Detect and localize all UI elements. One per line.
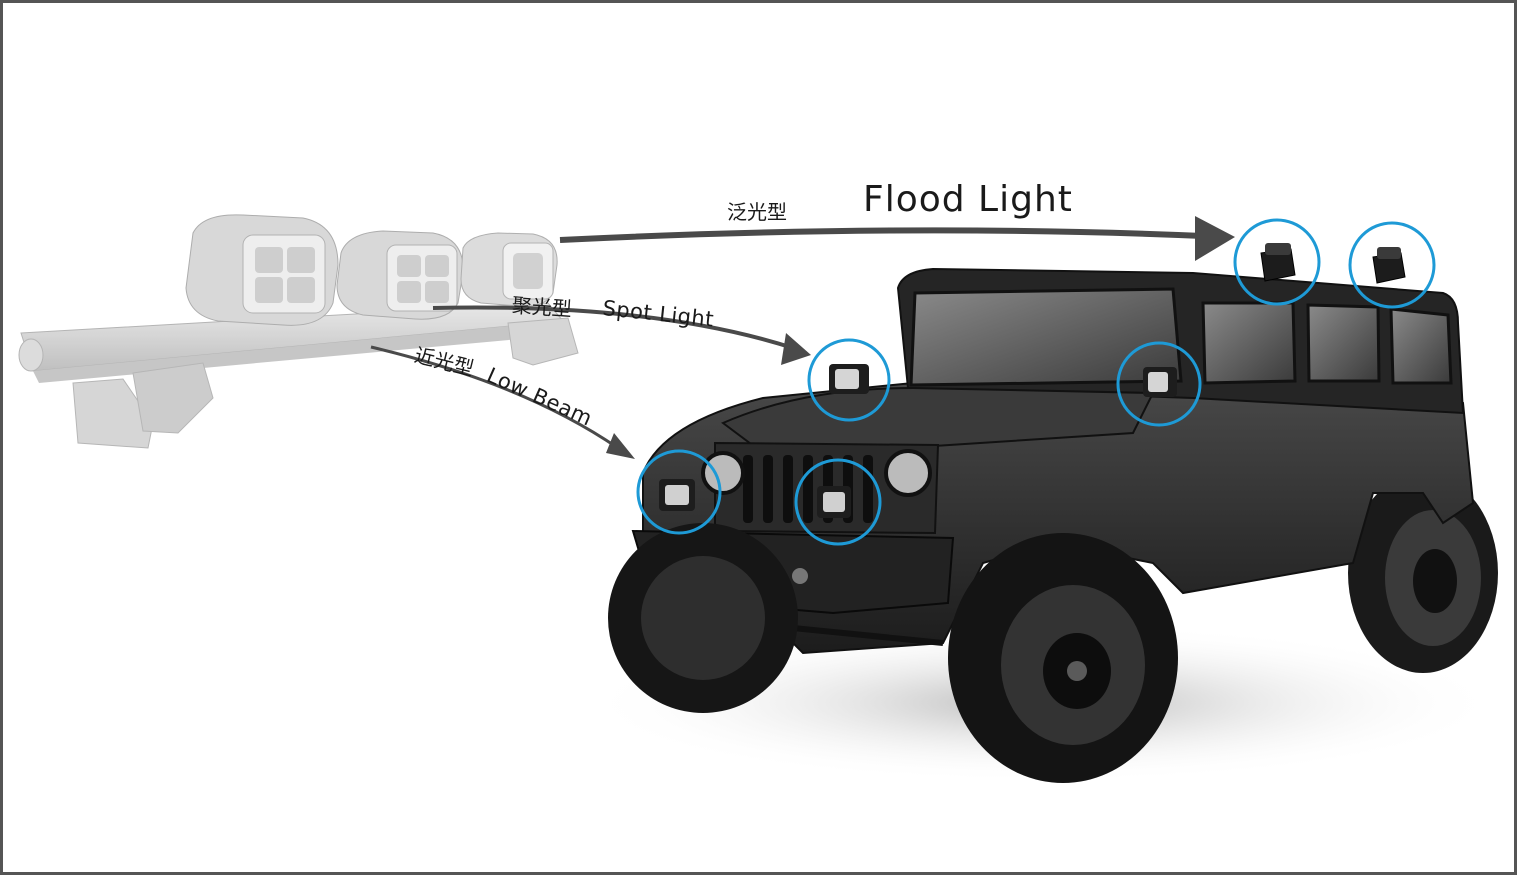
lamp-head-3 [460, 232, 558, 307]
arrow-spot-light [432, 305, 811, 365]
lamp-head-2 [336, 230, 464, 320]
pillar-lamp-right [1143, 367, 1177, 397]
rear-tire [1348, 473, 1498, 673]
lamp-head-1 [185, 214, 339, 326]
highlight-pillar-left [807, 338, 891, 422]
highlight-pillar-right [1116, 341, 1202, 427]
spot-label-cn: 聚光型 [511, 292, 573, 322]
roof-lamp-left [1260, 243, 1296, 282]
off-road-vehicle [583, 243, 1503, 783]
bumper-lamp-left [659, 479, 695, 511]
light-bar-product [18, 214, 579, 449]
highlight-bumper-left [636, 449, 722, 535]
bumper-lamp-right [817, 486, 851, 518]
highlight-bumper-right [794, 458, 882, 546]
front-left-tire [608, 523, 798, 713]
highlight-roof-left [1233, 218, 1321, 306]
highlight-circles [636, 218, 1436, 546]
pillar-lamp-left [829, 364, 869, 394]
diagram-canvas [18, 214, 1503, 783]
arrow-flood-light [559, 216, 1235, 261]
roof-lamp-right [1372, 247, 1406, 284]
front-right-tire [948, 533, 1178, 783]
arrow-low-beam [370, 345, 635, 459]
flood-label-en: Flood Light [863, 179, 1073, 220]
highlight-roof-right [1348, 221, 1436, 309]
flood-label-cn: 泛光型 [727, 200, 787, 224]
